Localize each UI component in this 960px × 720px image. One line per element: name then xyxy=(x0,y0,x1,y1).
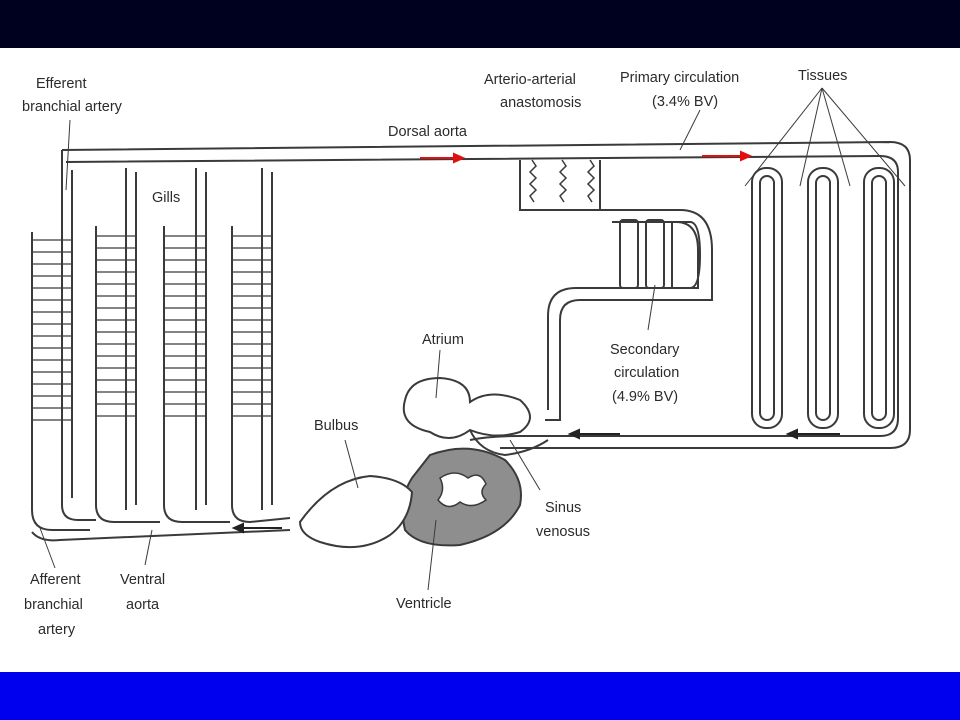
flow-arrow-return-1 xyxy=(567,428,620,440)
bulbus-shape xyxy=(298,474,414,549)
tissue-loop-2 xyxy=(807,167,839,429)
leader-ventral xyxy=(144,529,153,566)
gill-filaments-4 xyxy=(232,235,272,417)
venous-return xyxy=(469,435,545,441)
top-title-band xyxy=(0,0,960,48)
sinus-venosus-shape xyxy=(469,429,549,457)
atrium-shape xyxy=(402,376,531,439)
tissue-loop-3 xyxy=(863,167,895,429)
fish-circulation-diagram: Efferent branchial artery Gills Dorsal a… xyxy=(22,68,911,638)
label-afferent-2: branchial xyxy=(24,597,83,613)
secondary-loop-outer xyxy=(545,209,713,421)
bottom-footer-band xyxy=(0,672,960,720)
ventral-aorta-vessel xyxy=(31,529,291,542)
leader-atrium xyxy=(435,349,441,399)
secondary-capillary-2 xyxy=(645,219,665,289)
label-tissues: Tissues xyxy=(798,68,847,84)
leader-bulbus xyxy=(344,439,359,489)
leader-afferent xyxy=(39,527,56,569)
label-sinus-2: venosus xyxy=(536,524,590,540)
label-ventricle: Ventricle xyxy=(396,596,452,612)
label-secondary-3: (4.9% BV) xyxy=(612,389,678,405)
label-bulbus: Bulbus xyxy=(314,418,358,434)
gill-filaments-1 xyxy=(32,239,72,421)
label-primary-2: (3.4% BV) xyxy=(652,94,718,110)
secondary-capillary-1 xyxy=(619,219,639,289)
leader-efferent xyxy=(65,119,71,191)
leader-ventricle xyxy=(427,519,437,591)
flow-arrow-return-2 xyxy=(785,428,840,440)
afferent-arch-2 xyxy=(95,226,160,523)
label-secondary-1: Secondary xyxy=(610,342,680,358)
label-ventral-1: Ventral xyxy=(120,572,165,588)
flow-arrow-dorsal-right xyxy=(702,150,753,162)
label-efferent-2: branchial artery xyxy=(22,99,123,115)
label-primary-1: Primary circulation xyxy=(620,70,739,86)
afferent-arch-1 xyxy=(31,232,90,531)
efferent-vessel-1 xyxy=(61,150,96,521)
gill-filaments-2 xyxy=(96,235,136,417)
anastomosis-zigzags xyxy=(528,159,596,203)
afferent-arch-4 xyxy=(231,226,291,524)
gill-filaments-3 xyxy=(164,235,206,417)
leader-tissues-4 xyxy=(821,87,906,187)
label-atrium: Atrium xyxy=(422,332,464,348)
leader-tissues-3 xyxy=(821,87,851,187)
label-secondary-2: circulation xyxy=(614,365,679,381)
label-dorsal-aorta: Dorsal aorta xyxy=(388,124,468,140)
dorsal-aorta-vessel xyxy=(61,140,911,449)
leader-primary xyxy=(679,109,701,151)
secondary-capillary-3 xyxy=(671,221,702,289)
leader-secondary xyxy=(647,284,656,331)
label-efferent-1: Efferent xyxy=(36,76,87,92)
label-ventral-2: aorta xyxy=(126,597,160,613)
leader-tissues-2 xyxy=(799,87,823,187)
label-afferent-1: Afferent xyxy=(30,572,81,588)
label-anastomosis-1: Arterio-arterial xyxy=(484,72,576,88)
label-sinus-1: Sinus xyxy=(545,500,581,516)
secondary-loop-inner xyxy=(547,221,699,410)
leader-sinus xyxy=(509,439,541,491)
label-anastomosis-2: anastomosis xyxy=(500,95,581,111)
flow-arrow-dorsal-left xyxy=(420,152,466,164)
leader-tissues-1 xyxy=(744,87,823,187)
dorsal-aorta-inner xyxy=(65,154,899,437)
heart xyxy=(298,376,549,549)
flow-arrow-ventral xyxy=(231,522,282,534)
anastomosis-lines xyxy=(519,160,601,211)
afferent-arch-3 xyxy=(163,226,230,523)
label-gills: Gills xyxy=(152,190,180,206)
label-afferent-3: artery xyxy=(38,622,76,638)
tissue-loop-1 xyxy=(751,167,783,429)
ventricle-lumen xyxy=(437,472,488,508)
